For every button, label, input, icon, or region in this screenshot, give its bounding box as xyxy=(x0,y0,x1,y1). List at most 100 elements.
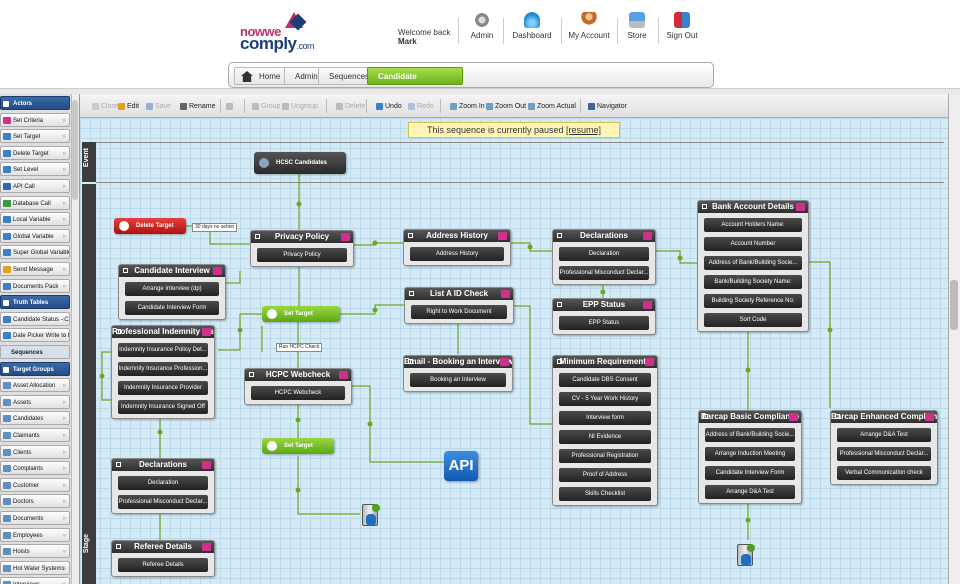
collapse-toggle-icon[interactable] xyxy=(116,329,121,334)
nav-sign-out[interactable]: Sign Out xyxy=(662,12,702,48)
toolbar-copy-button[interactable] xyxy=(226,102,235,112)
nav-admin[interactable]: Admin xyxy=(464,12,500,48)
delete-target-action[interactable]: Delete Target xyxy=(114,218,186,234)
breadcrumb-home[interactable]: Home xyxy=(234,67,290,85)
stage-title-bar[interactable]: Email - Booking an Interview xyxy=(404,356,512,368)
stage-item-button[interactable]: NI Evidence xyxy=(559,430,651,444)
stage-item-button[interactable]: EPP Status xyxy=(559,316,649,330)
sidebar-item-claimants[interactable]: Claimants» xyxy=(0,428,70,442)
toolbar-ungroup-button[interactable]: Ungroup xyxy=(282,102,318,112)
sidebar-item-hoists[interactable]: Hoists» xyxy=(0,544,70,559)
sidebar-item-documents-pack[interactable]: Documents Pack» xyxy=(0,278,70,293)
stage-item-button[interactable]: Arrange Induction Meeting xyxy=(705,447,795,461)
stage-item-button[interactable]: Booking an Interview xyxy=(410,373,506,387)
sidebar-item-set-target[interactable]: Set Target» xyxy=(0,129,70,144)
database-call-icon[interactable] xyxy=(362,504,380,528)
stage-item-button[interactable]: Candidate Interview Form xyxy=(125,301,219,315)
sidebar-item-candidates[interactable]: Candidates» xyxy=(0,411,70,426)
stage-item-button[interactable]: Building Society Reference No: xyxy=(704,294,802,308)
stage-title-bar[interactable]: Professional Indemnity Insur... xyxy=(112,326,214,338)
stage-item-button[interactable]: Account Holders Name: xyxy=(704,218,802,232)
collapse-toggle-icon[interactable] xyxy=(835,414,840,419)
toolbar-redo-button[interactable]: Redo xyxy=(408,102,434,112)
sequence-canvas[interactable] xyxy=(80,118,948,584)
toolbar-save-button[interactable]: Save xyxy=(146,102,171,112)
stage-title-bar[interactable]: Barcap Basic Compliance xyxy=(699,411,801,423)
toolbar-zoom-out-button[interactable]: Zoom Out xyxy=(486,102,526,112)
sidebar-item-super-global-variable[interactable]: Super Global Variable» xyxy=(0,245,70,260)
collapse-toggle-icon[interactable] xyxy=(255,234,260,239)
sidebar-item-local-variable[interactable]: Local Variable» xyxy=(0,212,70,227)
stage-item-button[interactable]: Skills Checklist xyxy=(559,487,651,501)
collapse-toggle-icon[interactable] xyxy=(116,544,121,549)
canvas-scrollbar[interactable] xyxy=(948,94,960,584)
sidebar-item-doctors[interactable]: Doctors» xyxy=(0,494,70,509)
stage-item-button[interactable]: Arrange D&A Test xyxy=(705,485,795,499)
toolbar-close-button[interactable]: Close xyxy=(92,102,119,112)
stage-item-button[interactable]: Verbal Communication check xyxy=(837,466,931,480)
stage-title-bar[interactable]: Minimum Requirements xyxy=(553,356,657,368)
sidebar-item-employees[interactable]: Employees» xyxy=(0,527,70,542)
stage-item-button[interactable]: Account Number xyxy=(704,237,802,251)
sidebar-item-target-groups[interactable]: Target Groups xyxy=(0,361,70,376)
stage-item-button[interactable]: Address of Bank/Building Socie... xyxy=(704,256,802,270)
toolbar-navigator-button[interactable]: Navigator xyxy=(588,102,627,112)
stage-item-button[interactable]: Right to Work Document xyxy=(411,305,507,319)
canvas-scroll-thumb[interactable] xyxy=(950,280,958,330)
stage-title-bar[interactable]: HCPC Webcheck xyxy=(245,369,351,381)
stage-item-button[interactable]: Candidate Interview Form xyxy=(705,466,795,480)
stage-item-button[interactable]: Privacy Policy xyxy=(257,248,347,262)
toolbar-edit-button[interactable]: Edit xyxy=(118,102,139,112)
stage-item-button[interactable]: Indemnity Insurance Provider xyxy=(118,381,208,395)
stage-item-button[interactable]: Address History xyxy=(410,247,504,261)
stage-item-button[interactable]: Professional Misconduct Declar... xyxy=(837,447,931,461)
nav-my-account[interactable]: My Account xyxy=(564,12,614,48)
stage-item-button[interactable]: Professional Misconduct Declar... xyxy=(118,495,208,509)
sidebar-item-delete-target[interactable]: Delete Target» xyxy=(0,145,70,160)
sidebar-scrollbar[interactable] xyxy=(71,94,79,584)
sidebar-scroll-thumb[interactable] xyxy=(72,100,78,200)
breadcrumb-current[interactable]: Candidate Onboarding xyxy=(367,67,463,99)
stage-title-bar[interactable]: Referee Details xyxy=(112,541,214,553)
sidebar-item-global-variable[interactable]: Global Variable» xyxy=(0,228,70,243)
stage-item-button[interactable]: Proof of Address xyxy=(559,468,651,482)
toolbar-delete-button[interactable]: Delete xyxy=(336,102,365,112)
collapse-toggle-icon[interactable] xyxy=(116,462,121,467)
sidebar-item-send-message[interactable]: Send Message» xyxy=(0,262,70,276)
toolbar-zoom-actual-button[interactable]: Zoom Actual xyxy=(528,102,576,112)
stage-item-button[interactable]: HCPC Webcheck xyxy=(251,386,345,400)
sidebar-item-actors[interactable]: Actors xyxy=(0,96,70,110)
api-call-node[interactable]: API xyxy=(444,451,478,481)
stage-title-bar[interactable]: Privacy Policy xyxy=(251,231,353,243)
collapse-toggle-icon[interactable] xyxy=(409,291,414,296)
collapse-toggle-icon[interactable] xyxy=(408,359,413,364)
stage-item-button[interactable]: Arrange Interview (dp) xyxy=(125,282,219,296)
toolbar-rename-button[interactable]: Rename xyxy=(180,102,215,112)
sidebar-item-set-level[interactable]: Set Level» xyxy=(0,162,70,177)
stage-title-bar[interactable]: Bank Account Details xyxy=(698,201,808,213)
stage-title-bar[interactable]: Barcap Enhanced Compliance xyxy=(831,411,937,423)
stage-title-bar[interactable]: Declarations xyxy=(553,230,655,242)
breadcrumb-sequences[interactable]: Sequences xyxy=(318,67,379,85)
stage-title-bar[interactable]: List A ID Check xyxy=(405,288,513,300)
collapse-toggle-icon[interactable] xyxy=(703,414,708,419)
collapse-toggle-icon[interactable] xyxy=(557,233,562,238)
sidebar-item-sequences[interactable]: Sequences xyxy=(0,345,70,359)
toolbar-group-button[interactable]: Group xyxy=(252,102,280,112)
stage-title-bar[interactable]: Candidate Interview xyxy=(119,265,225,277)
sidebar-item-truth-tables[interactable]: Truth Tables xyxy=(0,295,70,310)
sidebar-item-database-call[interactable]: Database Call» xyxy=(0,195,70,210)
stage-item-button[interactable]: CV - 5 Year Work History xyxy=(559,392,651,406)
stage-title-bar[interactable]: Declarations xyxy=(112,459,214,471)
stage-item-button[interactable]: Candidate DBS Consent xyxy=(559,373,651,387)
stage-item-button[interactable]: Referee Details xyxy=(118,558,208,572)
stage-item-button[interactable]: Interview form xyxy=(559,411,651,425)
